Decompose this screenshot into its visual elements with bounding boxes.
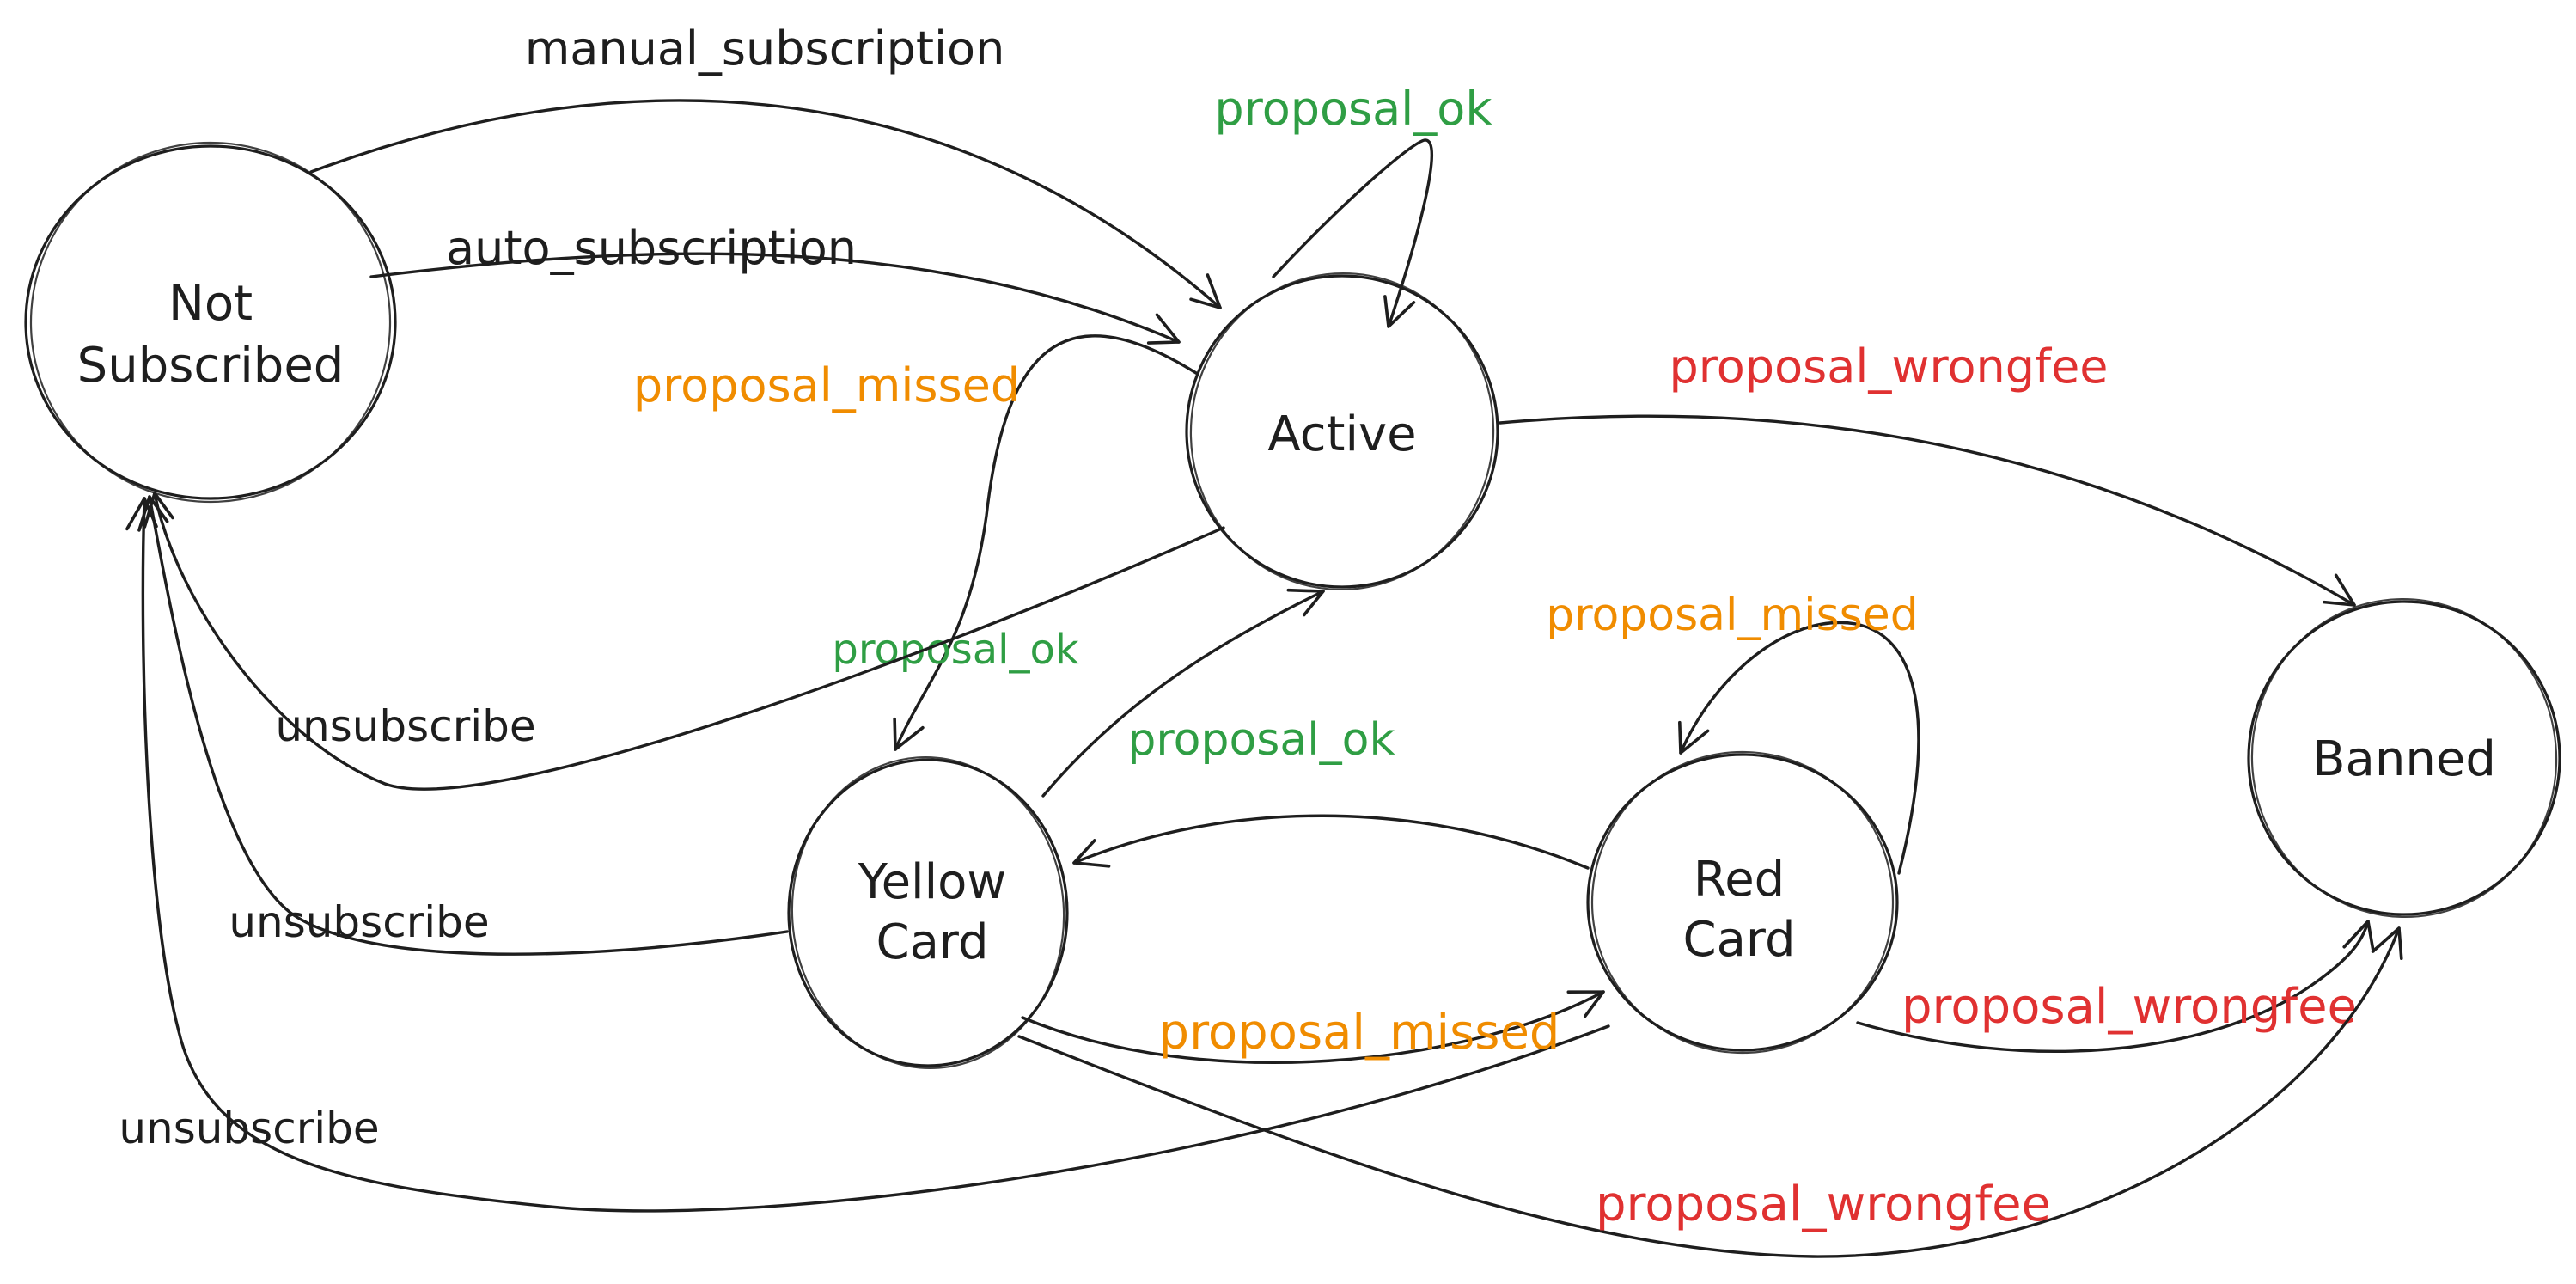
transition-active-self-proposal-ok-path bbox=[1272, 138, 1434, 328]
state-banned-circle-overdraw bbox=[2250, 597, 2558, 919]
transition-manual-subscription-path bbox=[309, 99, 1222, 309]
transition-active-notsubscribed-unsubscribe-label: unsubscribe bbox=[275, 701, 535, 751]
state-red-card-circle bbox=[1586, 753, 1899, 1052]
state-banned-label: Banned bbox=[2312, 731, 2496, 787]
transition-active-notsubscribed-unsubscribe-path bbox=[143, 492, 1225, 791]
transition-auto-subscription-path bbox=[369, 252, 1181, 345]
state-yellow-card-label-line2: Card bbox=[876, 914, 988, 970]
transition-yellow-notsubscribed-unsubscribe-label: unsubscribe bbox=[229, 897, 489, 947]
transition-red-self-proposal-missed: proposal_missed bbox=[1546, 590, 1920, 875]
transition-auto-subscription: auto_subscription bbox=[369, 221, 1181, 345]
transition-active-yellow-proposal-missed: proposal_missed bbox=[633, 334, 1198, 751]
transition-active-banned-proposal-wrongfee-label: proposal_wrongfee bbox=[1669, 339, 2108, 394]
transition-red-notsubscribed-unsubscribe-label: unsubscribe bbox=[119, 1104, 379, 1153]
transition-active-self-proposal-ok-label: proposal_ok bbox=[1214, 82, 1492, 136]
transition-red-yellow-proposal-ok: proposal_ok bbox=[1072, 714, 1590, 870]
transition-active-banned-proposal-wrongfee: proposal_wrongfee bbox=[1499, 339, 2356, 607]
transition-yellow-red-proposal-missed: proposal_missed bbox=[1021, 990, 1605, 1064]
state-not-subscribed-label-line1: Not bbox=[168, 276, 253, 332]
transition-manual-subscription: manual_subscription bbox=[309, 21, 1222, 309]
transition-yellow-active-proposal-ok-path bbox=[1041, 588, 1325, 798]
state-red-card: Red Card bbox=[1586, 750, 1899, 1055]
state-red-card-label-line1: Red bbox=[1694, 852, 1785, 908]
state-not-subscribed-circle bbox=[24, 144, 397, 500]
transition-yellow-red-proposal-missed-label: proposal_missed bbox=[1159, 1005, 1560, 1061]
state-yellow-card: Yellow Card bbox=[787, 756, 1069, 1069]
transition-active-banned-proposal-wrongfee-path bbox=[1499, 414, 2356, 607]
transition-auto-subscription-label: auto_subscription bbox=[446, 221, 857, 275]
transition-red-yellow-proposal-ok-path bbox=[1072, 814, 1590, 870]
transition-yellow-active-proposal-ok: proposal_ok bbox=[832, 588, 1325, 798]
state-banned-circle bbox=[2247, 600, 2561, 916]
transition-red-notsubscribed-unsubscribe-path bbox=[125, 497, 1610, 1213]
state-active: Active bbox=[1185, 272, 1499, 591]
transition-red-banned-proposal-wrongfee-label: proposal_wrongfee bbox=[1901, 979, 2357, 1035]
transition-red-banned-proposal-wrongfee: proposal_wrongfee bbox=[1856, 920, 2375, 1053]
transition-yellow-notsubscribed-unsubscribe-path bbox=[137, 495, 789, 956]
transition-red-self-proposal-missed-path bbox=[1678, 621, 1920, 875]
transition-red-self-proposal-missed-label: proposal_missed bbox=[1546, 590, 1919, 641]
transition-red-banned-proposal-wrongfee-path bbox=[1856, 920, 2375, 1053]
state-not-subscribed-label-line2: Subscribed bbox=[77, 338, 345, 394]
state-active-circle-overdraw bbox=[1189, 272, 1495, 591]
transition-yellow-banned-proposal-wrongfee: proposal_wrongfee bbox=[1017, 926, 2403, 1258]
transition-yellow-banned-proposal-wrongfee-label: proposal_wrongfee bbox=[1596, 1177, 2051, 1232]
transition-active-yellow-proposal-missed-path bbox=[893, 334, 1198, 751]
transition-active-notsubscribed-unsubscribe: unsubscribe bbox=[143, 492, 1225, 791]
state-red-card-circle-overdraw bbox=[1590, 750, 1895, 1055]
transition-yellow-banned-proposal-wrongfee-path bbox=[1017, 926, 2403, 1258]
transition-yellow-notsubscribed-unsubscribe: unsubscribe bbox=[137, 495, 789, 956]
state-banned: Banned bbox=[2247, 597, 2561, 919]
state-not-subscribed-circle-overdraw bbox=[29, 141, 392, 504]
transition-active-yellow-proposal-missed-label: proposal_missed bbox=[633, 358, 1020, 413]
state-red-card-label-line2: Card bbox=[1682, 912, 1795, 968]
state-yellow-card-label-line1: Yellow bbox=[858, 854, 1006, 910]
state-yellow-card-circle bbox=[787, 758, 1069, 1067]
state-not-subscribed: Not Subscribed bbox=[24, 141, 397, 504]
state-active-label: Active bbox=[1267, 407, 1416, 462]
transition-yellow-red-proposal-missed-path bbox=[1021, 990, 1605, 1064]
transition-yellow-active-proposal-ok-label: proposal_ok bbox=[832, 626, 1078, 674]
transition-manual-subscription-label: manual_subscription bbox=[525, 21, 1005, 76]
state-active-circle bbox=[1185, 274, 1499, 589]
transition-active-self-proposal-ok: proposal_ok bbox=[1214, 82, 1492, 328]
state-yellow-card-circle-overdraw bbox=[791, 756, 1065, 1069]
transition-red-notsubscribed-unsubscribe: unsubscribe bbox=[119, 497, 1610, 1213]
transition-red-yellow-proposal-ok-label: proposal_ok bbox=[1127, 714, 1395, 766]
